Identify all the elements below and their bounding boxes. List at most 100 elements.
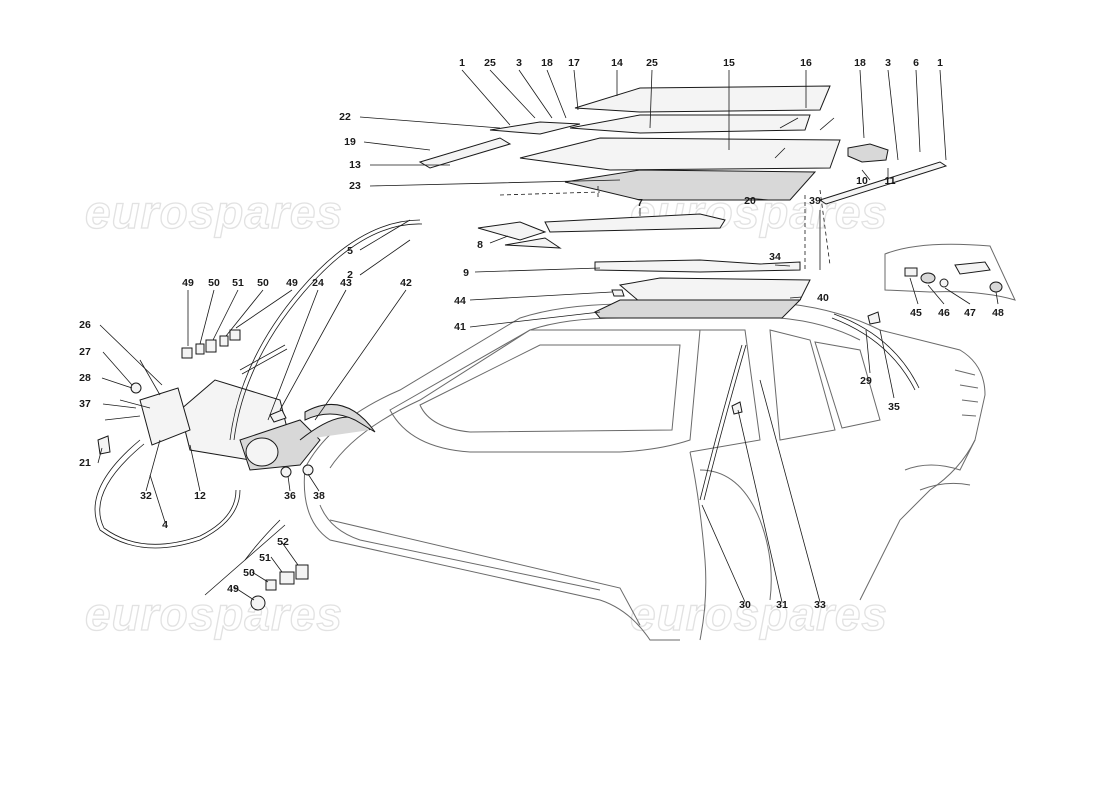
- label-37: 37: [79, 398, 91, 410]
- label-30: 30: [739, 599, 751, 611]
- label-2: 2: [347, 269, 353, 281]
- watermark-bottom-left: eurospares: [85, 588, 343, 640]
- rear-bracket: [477, 221, 547, 241]
- label-11: 11: [884, 175, 895, 187]
- part-labels: 1 25 3 18 17 14 25 15 16 18 3 6 1 22 19 …: [79, 57, 1004, 611]
- front-bracket: [504, 237, 562, 249]
- left-upper-rail: [489, 121, 581, 135]
- cable-4: [94, 439, 241, 549]
- label-40: 40: [817, 292, 829, 304]
- cable-2: [229, 219, 421, 441]
- detail-inset: [884, 243, 1016, 301]
- label-42: 42: [400, 277, 412, 289]
- roof-opening-frame: [618, 277, 811, 303]
- label-3-b: 3: [885, 57, 891, 69]
- label-43: 43: [340, 277, 352, 289]
- screw-45: [904, 267, 918, 277]
- label-19: 19: [344, 136, 356, 148]
- label-25-a: 25: [484, 57, 496, 69]
- label-10: 10: [856, 175, 868, 187]
- fitting-50b: [219, 335, 229, 347]
- label-9: 9: [463, 267, 469, 279]
- label-18-b: 18: [854, 57, 866, 69]
- label-51-a: 51: [232, 277, 244, 289]
- fitting-49: [181, 347, 193, 359]
- label-22: 22: [339, 111, 351, 123]
- label-5: 5: [347, 245, 353, 257]
- label-45: 45: [910, 307, 922, 319]
- label-18-a: 18: [541, 57, 553, 69]
- label-49-b: 49: [286, 277, 298, 289]
- label-47: 47: [964, 307, 976, 319]
- label-52: 52: [277, 536, 289, 548]
- label-32: 32: [140, 490, 152, 502]
- label-27: 27: [79, 346, 91, 358]
- trim-30: [699, 344, 743, 501]
- label-41: 41: [454, 321, 466, 333]
- sunroof-frame: [564, 169, 817, 201]
- label-49-c: 49: [227, 583, 239, 595]
- label-16: 16: [800, 57, 812, 69]
- motor-assembly: [94, 219, 920, 611]
- car-body-outline: [303, 303, 986, 641]
- label-20: 20: [744, 195, 756, 207]
- label-48: 48: [992, 307, 1004, 319]
- label-35: 35: [888, 401, 900, 413]
- fitting-50: [195, 343, 205, 355]
- watermark-bottom-right: eurospares: [630, 588, 888, 640]
- label-51-b: 51: [259, 552, 271, 564]
- label-12: 12: [194, 490, 206, 502]
- fitting-49b: [229, 329, 241, 341]
- label-6: 6: [913, 57, 919, 69]
- rear-rail-strip: [544, 213, 726, 233]
- label-34: 34: [769, 251, 781, 263]
- label-24: 24: [312, 277, 324, 289]
- label-14: 14: [611, 57, 623, 69]
- label-1-b: 1: [937, 57, 943, 69]
- label-29: 29: [860, 375, 872, 387]
- sunroof-panels: [418, 85, 948, 319]
- label-31: 31: [776, 599, 788, 611]
- label-17: 17: [568, 57, 580, 69]
- label-36: 36: [284, 490, 296, 502]
- label-13: 13: [349, 159, 361, 171]
- sunroof-seal-strip: [569, 114, 811, 134]
- label-33: 33: [814, 599, 826, 611]
- grommet-46: [920, 272, 936, 284]
- label-25-b: 25: [646, 57, 658, 69]
- nut-47: [939, 278, 949, 288]
- label-44: 44: [454, 295, 466, 307]
- right-bracket: [847, 143, 889, 163]
- fitting-51: [205, 339, 217, 353]
- label-50-b: 50: [257, 277, 269, 289]
- sunroof-headliner-panel: [519, 137, 841, 171]
- label-38: 38: [313, 490, 325, 502]
- label-49-a: 49: [182, 277, 194, 289]
- label-28: 28: [79, 372, 91, 384]
- label-3-a: 3: [516, 57, 522, 69]
- label-39: 39: [809, 195, 821, 207]
- right-guide-rail: [818, 161, 948, 205]
- label-50-a: 50: [208, 277, 220, 289]
- label-23: 23: [349, 180, 361, 192]
- direction-arrow: [304, 404, 376, 433]
- label-21: 21: [79, 457, 91, 469]
- label-7: 7: [637, 197, 643, 209]
- label-1-a: 1: [459, 57, 465, 69]
- rivet-44: [611, 289, 625, 297]
- label-26: 26: [79, 319, 91, 331]
- cap-48: [989, 281, 1003, 293]
- label-4: 4: [162, 519, 168, 531]
- leader-lines: [97, 69, 999, 603]
- gearbox-housing: [139, 387, 191, 446]
- drive-cable-strip: [594, 259, 801, 273]
- label-46: 46: [938, 307, 950, 319]
- label-15: 15: [723, 57, 735, 69]
- trim-29: [831, 317, 916, 391]
- label-8: 8: [477, 239, 483, 251]
- sunroof-glass-panel: [574, 85, 831, 113]
- left-guide-rail: [418, 137, 512, 169]
- roof-opening-seal: [594, 299, 802, 319]
- label-50-c: 50: [243, 567, 255, 579]
